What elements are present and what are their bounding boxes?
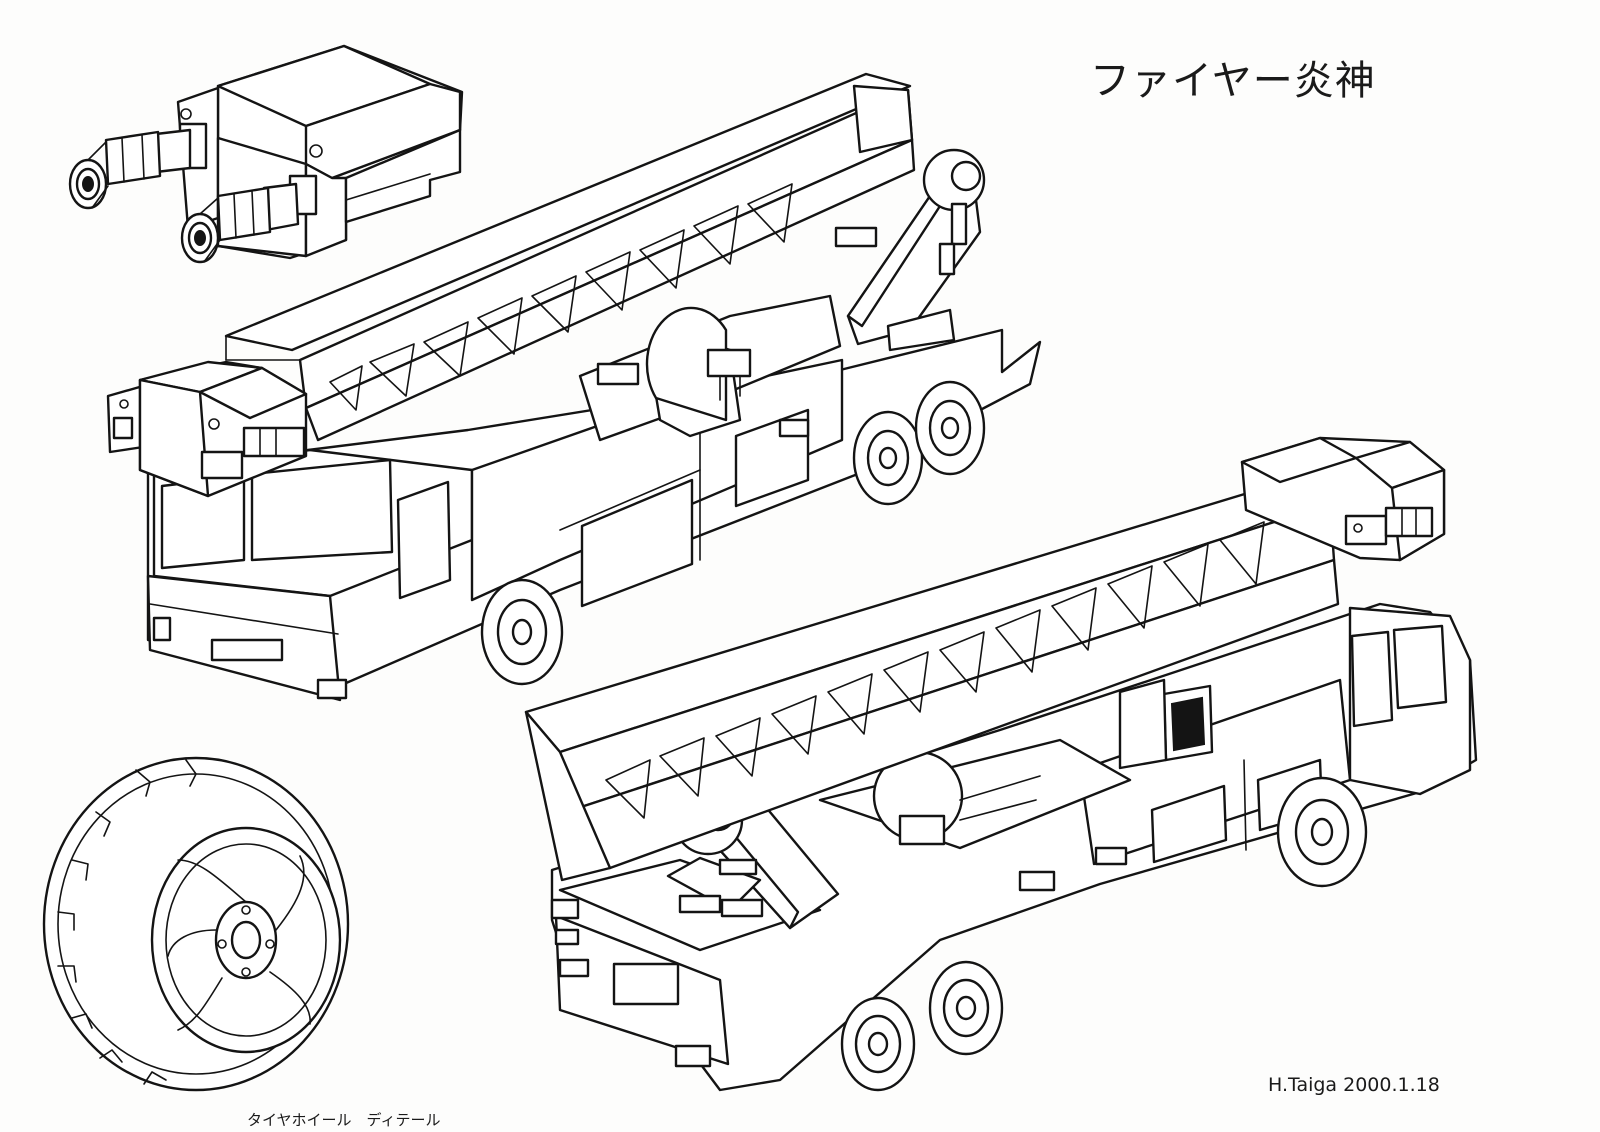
sheet-title: ファイヤー炎神 <box>1090 58 1376 104</box>
ladder-truck-front-view <box>108 74 1040 700</box>
wheel-detail-caption: タイヤホイール ディテール <box>247 1111 441 1129</box>
artist-signature: H.Taiga 2000.1.18 <box>1268 1074 1440 1096</box>
tire-wheel-detail <box>44 758 348 1090</box>
ladder-truck-rear-view <box>526 438 1476 1090</box>
nozzle-turret-detail <box>70 46 462 262</box>
